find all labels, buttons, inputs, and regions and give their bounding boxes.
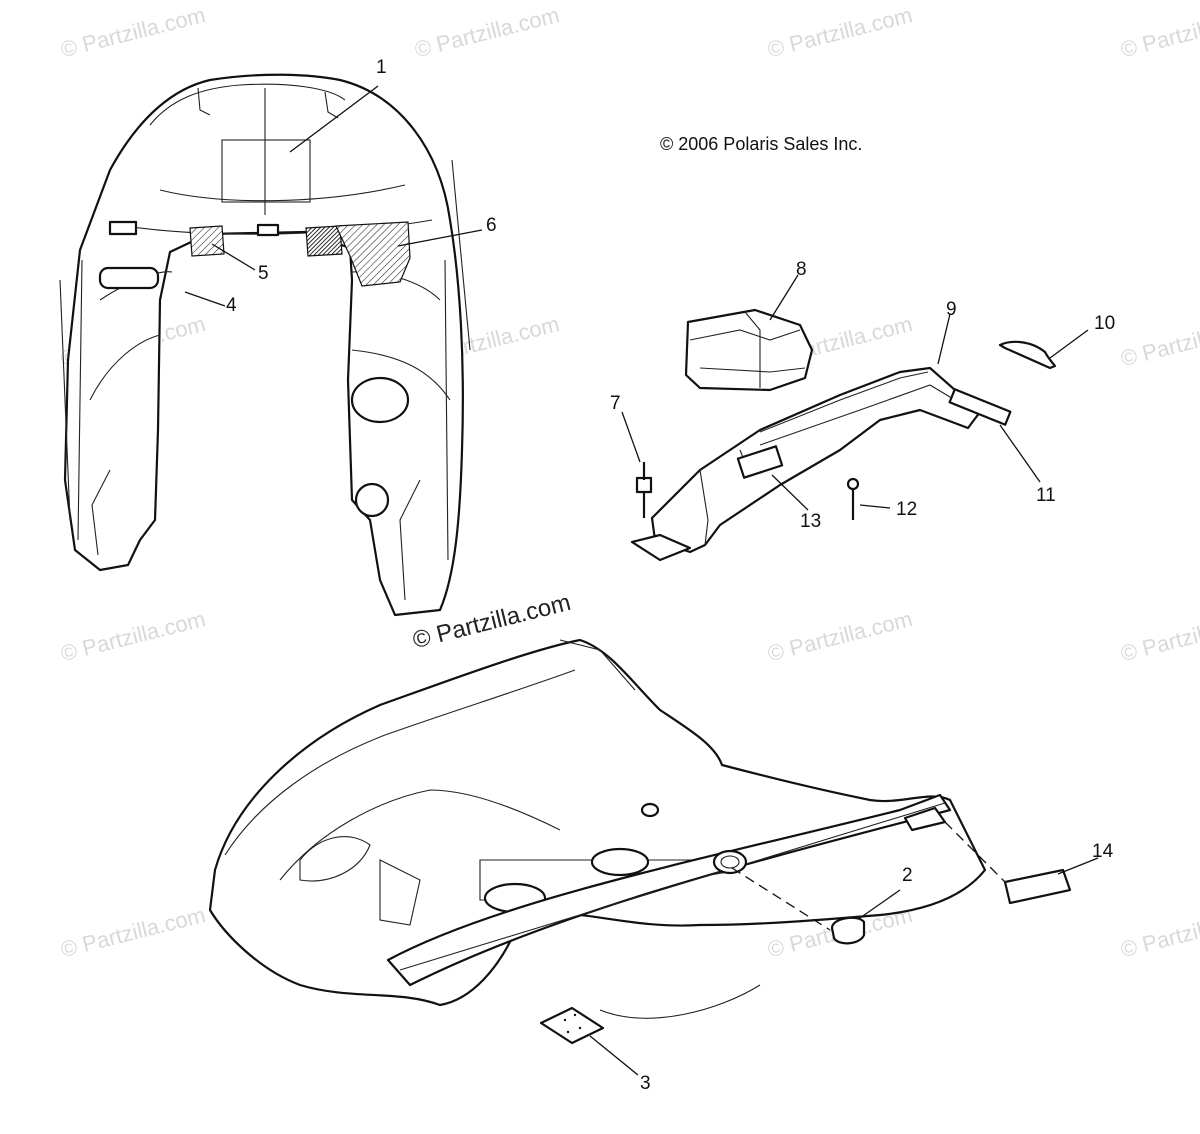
hood-upper-assembly xyxy=(59,73,471,617)
leader-line-4 xyxy=(184,291,226,307)
callout-7[interactable]: 7 xyxy=(610,393,621,414)
callout-12[interactable]: 12 xyxy=(896,499,918,520)
callout-5[interactable]: 5 xyxy=(258,263,269,284)
leader-line-1 xyxy=(289,85,379,153)
callout-3[interactable]: 3 xyxy=(640,1073,651,1094)
leader-line-10 xyxy=(1049,329,1089,359)
callout-4[interactable]: 4 xyxy=(226,295,237,316)
callout-13[interactable]: 13 xyxy=(800,511,822,532)
callout-9[interactable]: 9 xyxy=(946,299,957,320)
hood-lower-assembly xyxy=(208,638,1072,1045)
leader-line-6 xyxy=(397,229,483,247)
callout-6[interactable]: 6 xyxy=(486,215,497,236)
callout-10[interactable]: 10 xyxy=(1094,313,1116,334)
leader-line-3 xyxy=(589,1035,639,1076)
leader-line-11 xyxy=(999,424,1041,483)
leader-line-12 xyxy=(859,504,891,509)
copyright-text: © 2006 Polaris Sales Inc. xyxy=(660,134,863,154)
callout-14[interactable]: 14 xyxy=(1092,841,1114,862)
callout-8[interactable]: 8 xyxy=(796,259,807,280)
tunnel-assembly xyxy=(630,308,1057,562)
leader-line-14 xyxy=(1057,857,1099,875)
leader-line-7 xyxy=(621,411,641,463)
leader-line-2 xyxy=(859,889,901,919)
callout-1[interactable]: 1 xyxy=(376,57,387,78)
leader-line-9 xyxy=(937,313,951,365)
callout-2[interactable]: 2 xyxy=(902,865,913,886)
leader-line-13 xyxy=(771,474,809,511)
leader-line-5 xyxy=(211,243,256,271)
callout-11[interactable]: 11 xyxy=(1036,485,1056,506)
leader-line-8 xyxy=(769,274,799,321)
